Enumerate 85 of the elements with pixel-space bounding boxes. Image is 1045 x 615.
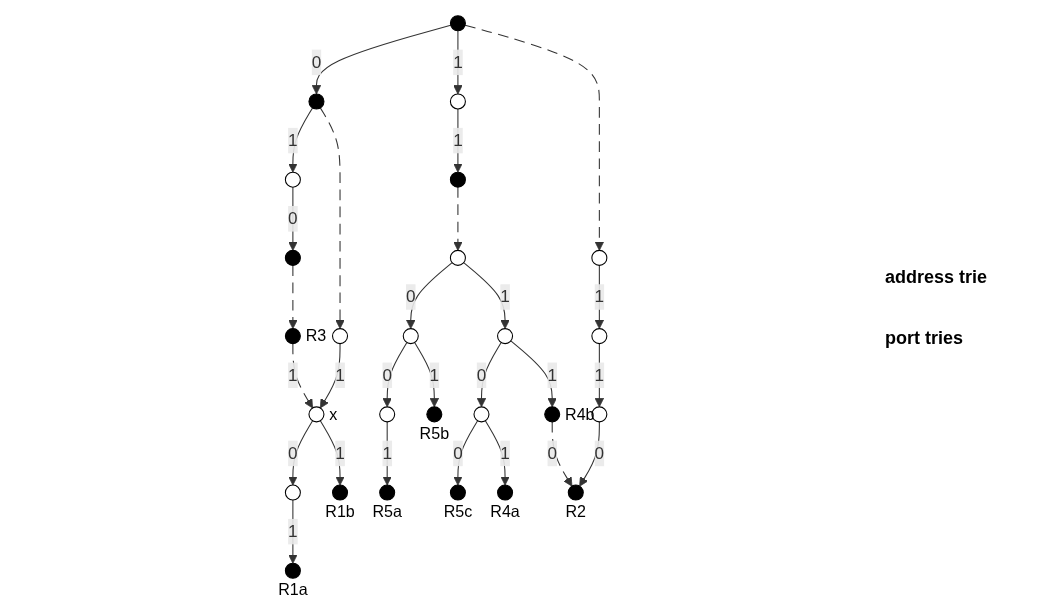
node-circle xyxy=(426,406,443,423)
edge-label: 1 xyxy=(288,365,298,384)
arrow xyxy=(453,30,463,95)
edge-label: 1 xyxy=(288,130,298,150)
node-circle xyxy=(449,93,466,110)
node-circle xyxy=(379,406,396,423)
node-circle xyxy=(308,93,325,110)
node-circle xyxy=(591,249,608,266)
arrow xyxy=(463,262,510,330)
arrow xyxy=(453,186,463,251)
arrow xyxy=(484,420,510,486)
arrow xyxy=(453,108,463,173)
node-caption: R2 xyxy=(565,502,587,521)
node-circle xyxy=(567,484,584,501)
arrow xyxy=(382,421,392,486)
arrow xyxy=(319,420,345,486)
node-caption: R5a xyxy=(372,502,402,521)
node-caption: R4a xyxy=(490,502,520,521)
node-caption: R1a xyxy=(278,580,308,599)
node-circle xyxy=(449,15,466,32)
edge-label: 1 xyxy=(335,365,345,384)
edge-label: 0 xyxy=(547,443,557,463)
node-circle xyxy=(308,406,325,423)
node-caption: R1b xyxy=(325,502,355,521)
arrow xyxy=(453,420,479,486)
arrow xyxy=(510,340,557,408)
node-circle xyxy=(449,249,466,266)
edge-label: 0 xyxy=(382,365,392,384)
arrow xyxy=(319,107,345,330)
arrow xyxy=(288,107,314,173)
arrow xyxy=(414,342,440,408)
node-circle xyxy=(332,328,349,345)
section-label: address trie xyxy=(885,266,989,288)
edge-label: 0 xyxy=(405,287,416,306)
node-circle xyxy=(284,328,301,345)
arrow xyxy=(594,264,605,330)
node-caption: R3 xyxy=(305,326,327,345)
node-circle xyxy=(473,406,490,423)
node-circle xyxy=(379,484,396,501)
edge-label: 0 xyxy=(476,365,487,384)
section-label: port tries xyxy=(885,327,964,349)
edge-label: 1 xyxy=(453,130,463,150)
node-circle xyxy=(284,562,301,579)
edge-label: 1 xyxy=(453,52,463,71)
arrow xyxy=(288,420,314,486)
arrow xyxy=(594,343,605,408)
node-circle xyxy=(497,328,514,345)
edge-label: 0 xyxy=(453,443,463,463)
node-circle xyxy=(284,484,301,501)
edge-label: 1 xyxy=(429,365,440,384)
arrow xyxy=(288,499,298,564)
node-circle xyxy=(449,171,466,188)
arrow xyxy=(292,343,313,409)
node-caption: R5b xyxy=(419,424,450,442)
edge-label: 0 xyxy=(594,443,605,463)
edge-label: 0 xyxy=(288,209,298,228)
edge-label: 0 xyxy=(311,52,322,71)
node-circle xyxy=(402,328,419,345)
node-circle xyxy=(591,328,608,345)
node-caption: R5c xyxy=(443,502,473,521)
arrow xyxy=(464,24,605,251)
edge-label: 1 xyxy=(500,443,510,463)
arrow xyxy=(476,342,502,408)
edge-label: 1 xyxy=(288,522,298,541)
node-circle xyxy=(544,406,561,423)
edge-label: 1 xyxy=(594,287,605,306)
node-circle xyxy=(284,171,301,188)
edge-label: 1 xyxy=(547,365,557,384)
node-caption: x xyxy=(329,404,338,423)
edge-label: 1 xyxy=(382,443,392,463)
arrow xyxy=(382,342,408,408)
node-caption: R4b xyxy=(565,404,595,423)
node-circle xyxy=(284,249,301,266)
edge-label: 1 xyxy=(335,443,345,463)
edge-label: 1 xyxy=(594,365,605,384)
arrow xyxy=(288,186,298,251)
arrow xyxy=(311,24,452,95)
edge-label: 1 xyxy=(500,287,510,306)
node-circle xyxy=(497,484,514,501)
edge-label: 0 xyxy=(288,443,298,463)
node-circle xyxy=(332,484,349,501)
node-circle xyxy=(449,484,466,501)
arrow xyxy=(288,264,298,330)
arrow xyxy=(406,262,453,330)
arrow xyxy=(551,421,573,487)
